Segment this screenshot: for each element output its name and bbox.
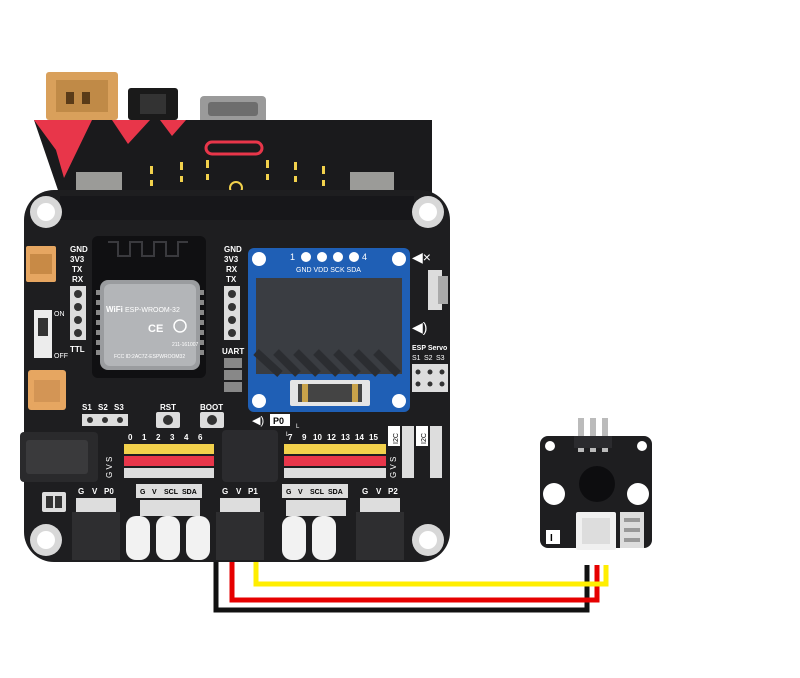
svg-text:15: 15 (369, 433, 378, 442)
svg-text:V: V (376, 487, 382, 496)
ce-mark: CE (148, 323, 163, 335)
svg-text:V: V (152, 489, 157, 496)
gvs-label-right: G V S (389, 457, 398, 478)
svg-text:V: V (298, 489, 303, 496)
connector-p0: G V P0 (72, 487, 120, 560)
svg-text:TX: TX (226, 275, 237, 284)
uart-label: UART (222, 347, 244, 356)
svg-text:G: G (78, 487, 84, 496)
svg-text:14: 14 (355, 433, 364, 442)
svg-text:SCL: SCL (164, 489, 179, 496)
rst-label: RST (160, 403, 176, 412)
svg-text:G: G (362, 487, 368, 496)
pin-header-left: G V S 0 1 2 3 4 6 (105, 433, 214, 478)
connector-p2: G V P2 (356, 487, 404, 560)
boot-label: BOOT (200, 403, 223, 412)
oled-display: 1 4 GND VDD SCK SDA (248, 248, 410, 412)
i2c-block-left: G V SCL SDA (126, 484, 210, 560)
svg-text:13: 13 (341, 433, 350, 442)
fcc-id: FCC ID:2AC7Z-ESPWROOM32 (114, 354, 185, 360)
svg-text:6: 6 (198, 433, 203, 442)
microbit (34, 72, 432, 200)
sensor-module: I (540, 418, 652, 550)
i2c-block-right: G V SCL SDA (282, 484, 348, 560)
servo-label-s2: S2 (98, 403, 108, 412)
ttl-header: GND 3V3 TX RX TTL (70, 245, 88, 354)
svg-text:S2: S2 (424, 355, 433, 362)
regulator (222, 430, 278, 482)
svg-text:G: G (140, 489, 146, 496)
svg-text:SDA: SDA (182, 489, 197, 496)
svg-text:9: 9 (302, 433, 307, 442)
sensor-element (579, 466, 615, 502)
oled-pin-labels: GND VDD SCK SDA (296, 267, 361, 274)
servo-label-s1: S1 (82, 403, 92, 412)
svg-text:G: G (286, 489, 292, 496)
connector-p1: G V P1 (216, 487, 264, 560)
svg-text:10: 10 (313, 433, 322, 442)
wire-yellow (253, 560, 609, 587)
mute-icon: ◀× (412, 249, 431, 265)
svg-text:3: 3 (170, 433, 175, 442)
speaker-icon: ◀) (412, 319, 427, 335)
wifi-logo: WiFi (106, 305, 123, 314)
svg-text:P1: P1 (248, 487, 258, 496)
wire-red (229, 560, 600, 603)
esp-servo-title: ESP Servo (412, 345, 447, 352)
svg-text:V: V (236, 487, 242, 496)
microbit-board (34, 120, 432, 196)
svg-text:TX: TX (72, 265, 83, 274)
esp32-module: WiFi ESP-WROOM-32 CE 211-161007 FCC ID:2… (92, 236, 206, 378)
svg-text:3V3: 3V3 (70, 255, 85, 264)
oled-pin-1: 1 (290, 252, 295, 262)
svg-text:RX: RX (72, 275, 84, 284)
oled-pin-4: 4 (362, 252, 367, 262)
switch-off-label: OFF (54, 353, 68, 360)
svg-text:1: 1 (142, 433, 147, 442)
esp-servo-header: ESP Servo S1 S2 S3 (412, 345, 448, 392)
i2c-side-label-1: I2C (393, 433, 400, 444)
p0-speaker-label: P0 (273, 416, 284, 426)
svg-text:S3: S3 (436, 355, 445, 362)
svg-text:2: 2 (156, 433, 161, 442)
svg-text:7: 7 (288, 433, 293, 442)
esp-model-label: ESP-WROOM-32 (125, 307, 180, 314)
svg-text:V: V (92, 487, 98, 496)
gvs-label-left: G V S (105, 457, 114, 478)
i2c-side-label-2: I2C (421, 433, 428, 444)
wires (213, 560, 609, 613)
ttl-label: TTL (70, 345, 85, 354)
switch-on-label: ON (54, 311, 65, 318)
svg-text:SCL: SCL (310, 489, 325, 496)
svg-text:GND: GND (224, 245, 242, 254)
sensor-marker: I (550, 533, 553, 544)
svg-text:4: 4 (184, 433, 189, 442)
svg-text:G: G (222, 487, 228, 496)
svg-text:S1: S1 (412, 355, 421, 362)
uart-header: GND 3V3 RX TX UART (222, 245, 244, 392)
svg-text:L: L (286, 432, 290, 438)
svg-text:12: 12 (327, 433, 336, 442)
expansion-board: ON OFF WiFi ESP-WROOM-32 CE 211-161007 F… (20, 190, 450, 562)
mounting-holes (30, 196, 444, 556)
svg-text:P2: P2 (388, 487, 398, 496)
module-code: 211-161007 (172, 342, 199, 348)
servo-label-s3: S3 (114, 403, 124, 412)
svg-text:0: 0 (128, 433, 133, 442)
svg-text:P0: P0 (104, 487, 114, 496)
p0-speaker-icon: ◀) (252, 415, 264, 427)
svg-text:GND: GND (70, 245, 88, 254)
svg-text:3V3: 3V3 (224, 255, 239, 264)
svg-text:SDA: SDA (328, 489, 343, 496)
pin-header-right: 7 9 10 12 13 14 15 G V S I2C I2C (284, 426, 442, 478)
svg-text:RX: RX (226, 265, 238, 274)
wire-black (213, 560, 590, 613)
svg-text:L: L (296, 424, 300, 430)
